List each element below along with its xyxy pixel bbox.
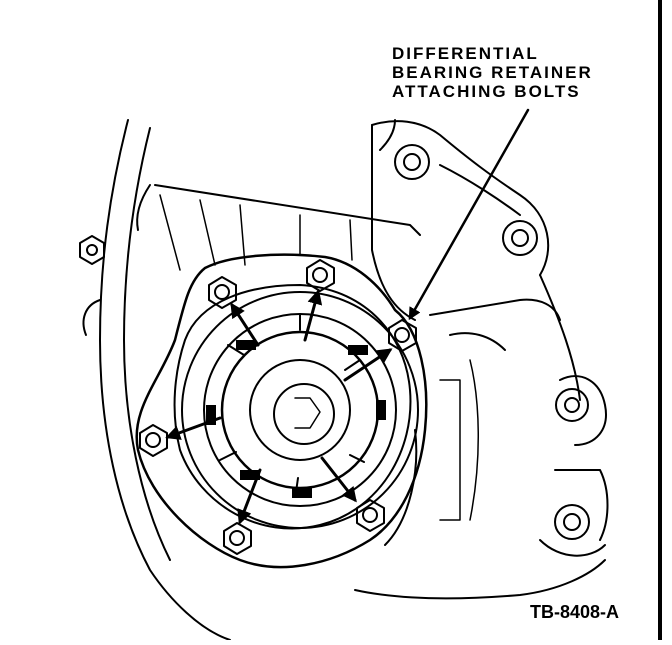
figure-id: TB-8408-A — [530, 602, 620, 622]
retainer-bolt-2 — [306, 259, 335, 292]
callout-line-1: DIFFERENTIAL — [392, 44, 539, 63]
retainer-bolt-6 — [223, 522, 252, 555]
bolt-arrows — [165, 289, 393, 525]
arrow-bolt-5 — [320, 456, 357, 503]
retainer-bolt-5 — [356, 499, 385, 532]
retainer-bolt-4 — [139, 424, 168, 457]
differential-bearing — [181, 291, 419, 529]
arrow-bolt-4 — [165, 416, 222, 440]
diagram-canvas: DIFFERENTIAL BEARING RETAINER ATTACHING … — [79, 0, 662, 641]
housing-bolt-left — [79, 235, 105, 265]
callout-leader — [408, 108, 530, 321]
housing-outline — [82, 119, 421, 641]
retainer-illustration — [79, 108, 609, 641]
callout-line-3: ATTACHING BOLTS — [392, 82, 581, 101]
arrow-bolt-6 — [237, 468, 262, 525]
arrow-bolt-2 — [303, 289, 323, 342]
case-bosses — [394, 144, 590, 540]
retainer-bolt-1 — [208, 276, 237, 309]
arrow-bolt-3 — [343, 348, 393, 382]
bearing-retainer-plate — [135, 253, 428, 569]
callout-line-2: BEARING RETAINER — [392, 63, 593, 82]
callout-label: DIFFERENTIAL BEARING RETAINER ATTACHING … — [392, 44, 593, 101]
arrow-bolt-1 — [230, 302, 260, 347]
retainer-bolts — [139, 259, 417, 555]
retainer-bolt-3 — [388, 319, 417, 352]
